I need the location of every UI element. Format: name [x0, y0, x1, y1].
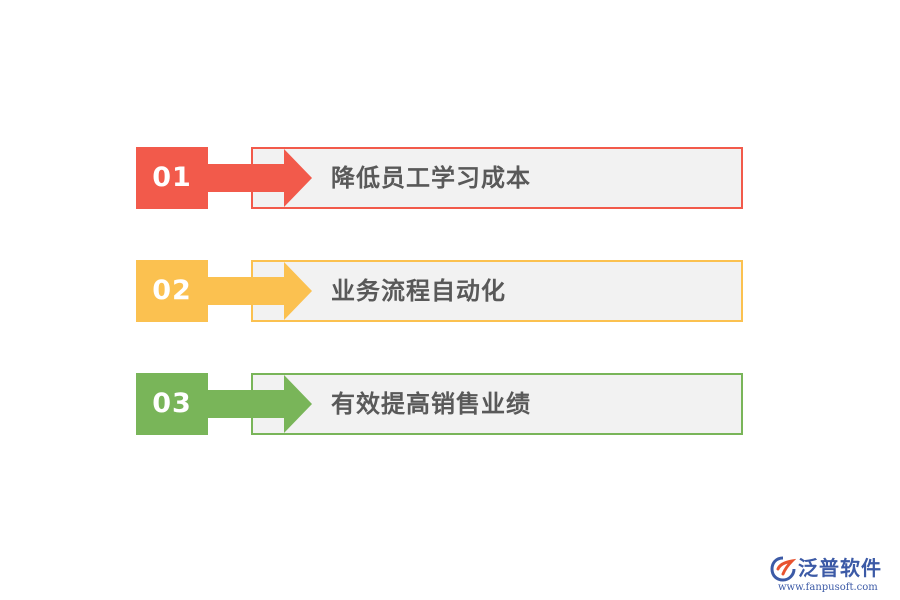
label-box-3: 有效提高销售业绩 — [251, 373, 743, 435]
brand-name: 泛普软件 — [798, 556, 882, 580]
label-text-2: 业务流程自动化 — [331, 277, 506, 305]
brand-logo: 泛普软件 www.fanpusoft.com — [770, 553, 894, 593]
row-2: 02 业务流程自动化 — [136, 260, 743, 322]
number-badge-1: 01 — [136, 147, 208, 209]
arrow-right-icon-3 — [208, 375, 312, 433]
number-badge-2: 02 — [136, 260, 208, 322]
label-text-1: 降低员工学习成本 — [331, 164, 531, 192]
number-badge-3: 03 — [136, 373, 208, 435]
label-text-3: 有效提高销售业绩 — [331, 390, 531, 418]
row-1: 01 降低员工学习成本 — [136, 147, 743, 209]
row-3: 03 有效提高销售业绩 — [136, 373, 743, 435]
label-box-1: 降低员工学习成本 — [251, 147, 743, 209]
arrow-right-icon-1 — [208, 149, 312, 207]
fanpu-logo-icon — [770, 556, 796, 582]
brand-url: www.fanpusoft.com — [778, 582, 878, 593]
label-box-2: 业务流程自动化 — [251, 260, 743, 322]
arrow-right-icon-2 — [208, 262, 312, 320]
